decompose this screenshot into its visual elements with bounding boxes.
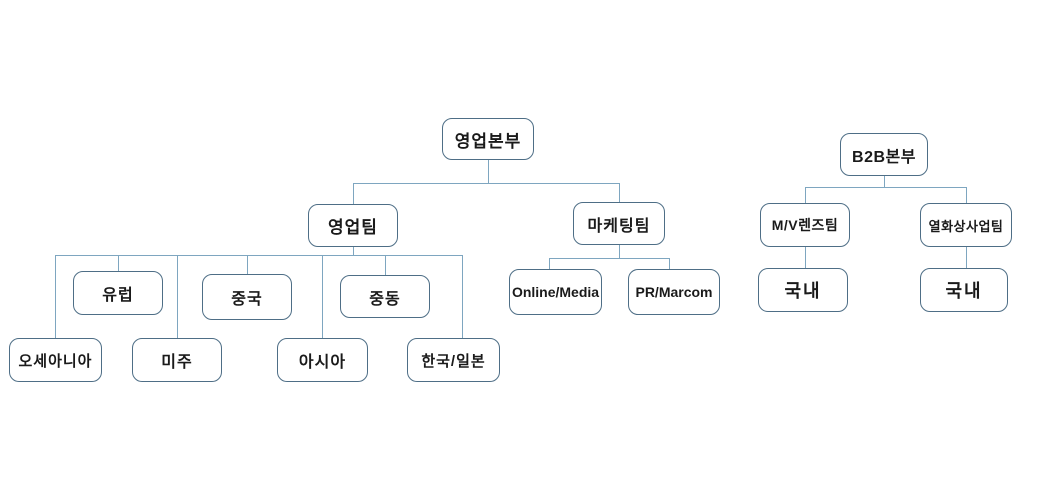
connector-sales-team-crossbar <box>55 255 463 256</box>
connector-americas-drop <box>177 255 178 338</box>
org-node-asia: 아시아 <box>277 338 368 382</box>
connector-online-media-drop <box>549 258 550 269</box>
org-node-americas: 미주 <box>132 338 222 382</box>
connector-sales-team-drop <box>353 183 354 204</box>
connector-china-drop <box>247 255 248 274</box>
connector-oceania-drop <box>55 255 56 338</box>
connector-domestic-mv-drop <box>805 247 806 268</box>
org-node-korea-japan: 한국/일본 <box>407 338 500 382</box>
org-node-marketing-team: 마케팅팀 <box>573 202 665 245</box>
connector-sales-hq-stem <box>488 160 489 183</box>
connector-europe-drop <box>118 255 119 271</box>
connector-marketing-stem <box>619 245 620 258</box>
org-node-europe: 유럽 <box>73 271 163 315</box>
connector-thermal-team-drop <box>966 187 967 203</box>
connector-middle-east-drop <box>385 255 386 275</box>
connector-b2b-hq-crossbar <box>805 187 966 188</box>
org-node-b2b-hq: B2B본부 <box>840 133 928 176</box>
org-node-online-media: Online/Media <box>509 269 602 315</box>
connector-marketing-team-drop <box>619 183 620 202</box>
org-node-pr-marcom: PR/Marcom <box>628 269 720 315</box>
org-node-china: 중국 <box>202 274 292 320</box>
connector-marketing-crossbar <box>549 258 669 259</box>
connector-asia-drop <box>322 255 323 338</box>
connector-domestic-thermal-drop <box>966 247 967 268</box>
org-node-oceania: 오세아니아 <box>9 338 102 382</box>
org-node-middle-east: 중동 <box>340 275 430 318</box>
connector-b2b-hq-stem <box>884 176 885 187</box>
org-node-thermal-imaging-team: 열화상사업팀 <box>920 203 1012 247</box>
connector-korea-japan-drop <box>462 255 463 338</box>
org-node-sales-hq: 영업본부 <box>442 118 534 160</box>
connector-mv-lens-team-drop <box>805 187 806 203</box>
org-node-domestic-thermal: 국내 <box>920 268 1008 312</box>
org-node-sales-team: 영업팀 <box>308 204 398 247</box>
connector-pr-marcom-drop <box>669 258 670 269</box>
org-node-domestic-mv: 국내 <box>758 268 848 312</box>
connector-sales-hq-crossbar <box>353 183 620 184</box>
connector-sales-team-stem <box>353 247 354 255</box>
org-node-mv-lens-team: M/V렌즈팀 <box>760 203 850 247</box>
